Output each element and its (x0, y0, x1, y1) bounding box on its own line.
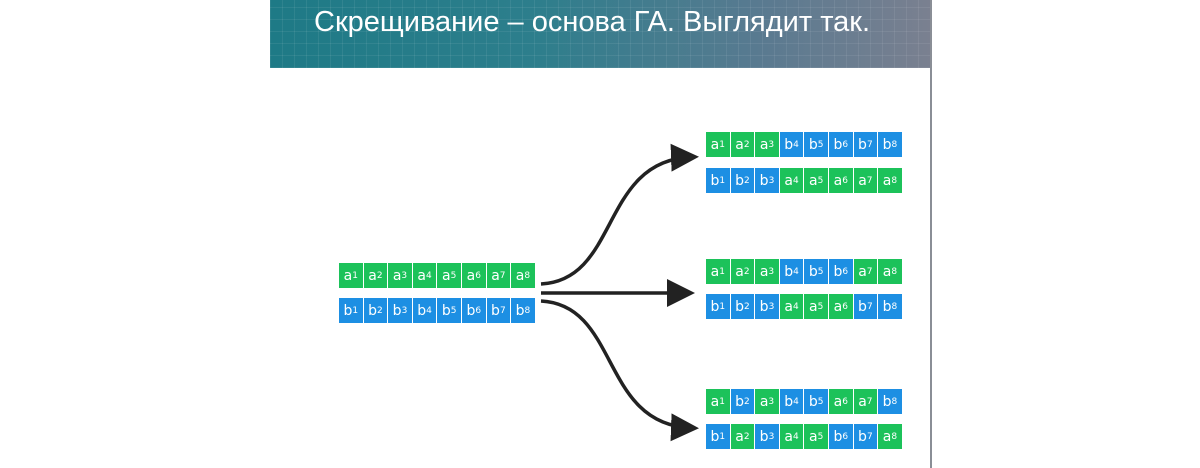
arrow-to-offspring-1 (540, 143, 699, 286)
slide: Скрещивание – основа ГА. Выглядит так. (270, 0, 932, 468)
slide-header: Скрещивание – основа ГА. Выглядит так. (270, 0, 930, 68)
arrow-to-offspring-3 (540, 299, 699, 442)
slide-title: Скрещивание – основа ГА. Выглядит так. (314, 6, 871, 38)
